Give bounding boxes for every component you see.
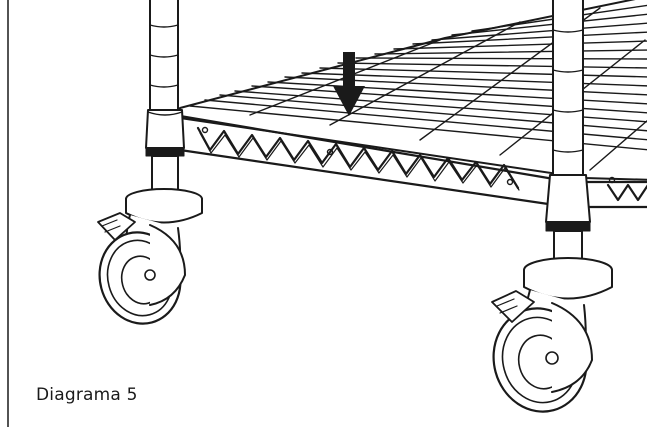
- shelf-wire-grid: [189, 4, 647, 151]
- diagram-caption: Diagrama 5: [36, 385, 138, 405]
- front-rail-top: [178, 114, 562, 182]
- right-caster: [491, 257, 613, 413]
- down-arrow-icon: [333, 52, 365, 116]
- left-post: [145, 0, 185, 197]
- front-rail-bottom: [178, 148, 557, 207]
- front-truss-zigzag: [196, 126, 520, 190]
- right-post: [545, 0, 591, 268]
- left-caster: [97, 188, 203, 325]
